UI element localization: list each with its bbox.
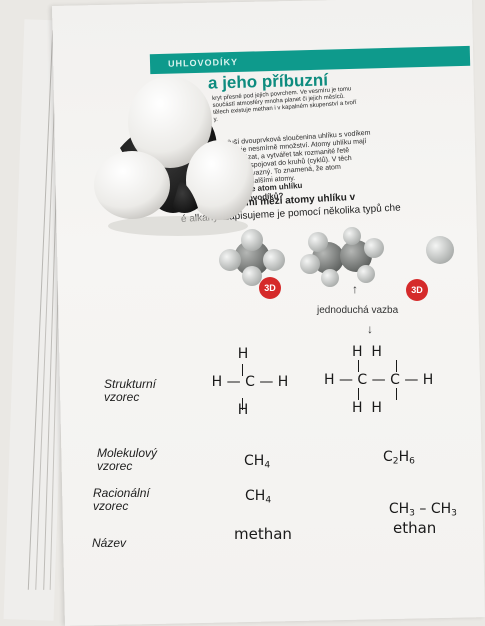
methane-top-h: H	[237, 346, 249, 362]
methane-structural: H H — C — H H	[210, 346, 290, 418]
methane-rational: CH4	[245, 488, 272, 506]
ethane-model	[300, 227, 384, 287]
physical-molecule-model	[94, 76, 254, 236]
ethane-bottom-h: H H	[352, 400, 382, 416]
methane-middle: H — C — H	[211, 374, 289, 390]
row-label-molecular: Molekulový vzorec	[97, 446, 158, 473]
ethane-middle: H — C — C — H	[324, 372, 434, 388]
hydrogen-atom	[94, 151, 170, 219]
methane-molecular: CH4	[244, 453, 271, 471]
hydrogen-atom	[128, 76, 212, 168]
hydrogen-atom	[186, 140, 254, 220]
ethane-structural: H H H — C — C — H H H	[324, 344, 444, 416]
methane-bottom-h: H	[237, 402, 249, 418]
molecule-illustrations	[219, 227, 454, 287]
row-label-structural: Strukturní vzorec	[104, 377, 157, 404]
bond-annotation: jednoduchá vazba	[317, 305, 399, 316]
ethane-name: ethan	[393, 519, 437, 537]
arrow-up: ↑	[352, 282, 358, 296]
ethane-top-h: H H	[352, 344, 382, 360]
photo-scene: UHLOVODÍKY a jeho příbuzní kryt přesně p…	[27, 0, 485, 626]
methane-name: methan	[234, 525, 292, 543]
ethane-molecular: C2H6	[383, 449, 415, 467]
3d-badge[interactable]: 3D	[406, 279, 428, 301]
3d-badge[interactable]: 3D	[259, 277, 281, 299]
methane-model	[219, 229, 285, 286]
arrow-down: ↓	[367, 322, 373, 336]
next-model	[426, 236, 454, 264]
ethane-rational: CH3 – CH3	[388, 501, 457, 519]
row-label-name: Název	[92, 536, 127, 550]
row-label-rational: Racionální vzorec	[93, 486, 150, 513]
